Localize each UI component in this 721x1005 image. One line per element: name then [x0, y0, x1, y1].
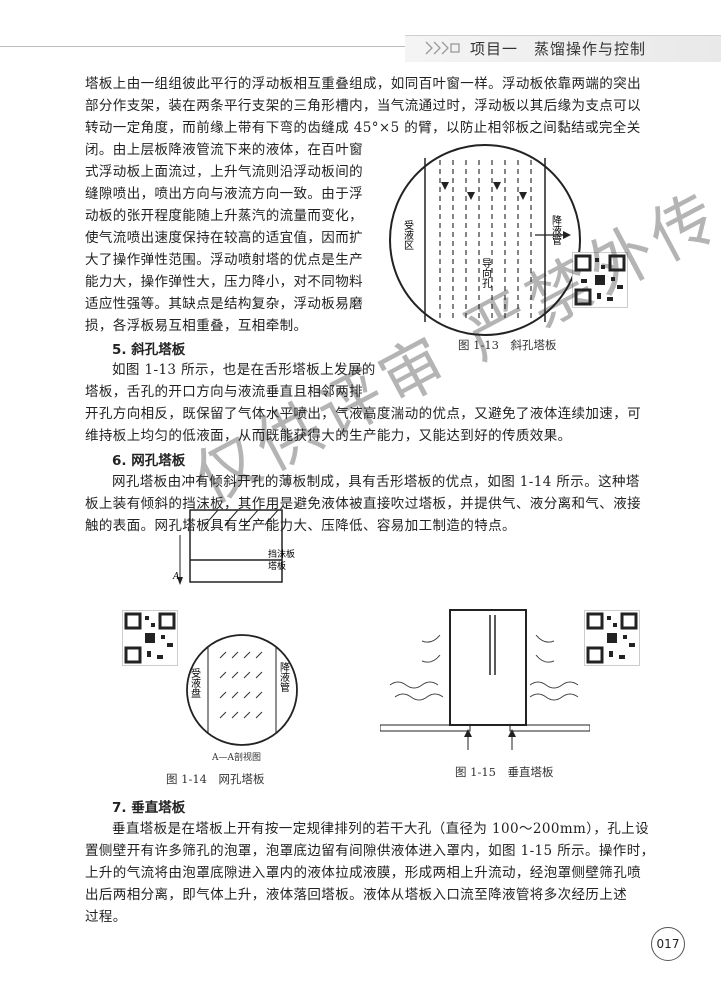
fig14-label-plate: 塔板	[268, 560, 286, 572]
caption-fig-1-14: 图 1-14 网孔塔板	[166, 772, 265, 786]
figure-1-13: 受液区 降液管 导向孔	[389, 144, 581, 336]
body-line: 如图 1-13 所示，也是在舌形塔板上发展的	[112, 362, 376, 378]
body-line: 垂直塔板是在塔板上开有按一定规律排列的若干大孔（直径为 100～200mm），孔…	[112, 821, 649, 837]
body-line: 转动一定角度，而前缘上带有下弯的齿缝成 45°×5 的臂，以防止相邻板之间黏结或…	[85, 120, 641, 136]
body-line: 闭。由上层板降液管流下来的液体，在百叶窗	[85, 142, 363, 158]
fig13-label-downcomer: 降液管	[550, 214, 562, 246]
qr-code-icon[interactable]	[584, 610, 640, 666]
figure-1-14-top: A 挡沫板 塔板	[172, 509, 295, 585]
section-heading-5: 5. 斜孔塔板	[112, 342, 186, 358]
body-line: 出后两相分离，即气体上升，液体落回塔板。液体从塔板入口流至降液管将多次经历上述	[85, 887, 628, 903]
figure-1-15	[380, 609, 590, 750]
body-line: 开孔方向相反，既保留了气体水平喷出，气液高度湍动的优点，又避免了液体连续加速，可	[85, 406, 641, 422]
body-line: 置侧壁开有许多筛孔的泡罩，泡罩底边留有间隙供液体进入罩内，如图 1-15 所示。…	[85, 843, 655, 859]
figure-1-14-section: 受液盘 降液管	[186, 634, 298, 746]
body-line: 动板的张开程度能随上升蒸汽的流量而变化，	[85, 208, 363, 224]
body-line: 损，各浮板易互相重叠，互相牵制。	[85, 318, 308, 334]
section-heading-6: 6. 网孔塔板	[112, 453, 186, 469]
header-chevrons-icon	[425, 41, 460, 55]
body-line: 塔板，舌孔的开口方向与液流垂直且相邻两排	[85, 384, 363, 400]
body-line: 式浮动板上面流过，上升气流则沿浮动板间的	[85, 164, 363, 180]
fig13-label-guide: 导向孔	[480, 258, 492, 289]
fig14-label-a: A	[172, 572, 180, 582]
fig13-label-receiving: 受液区	[402, 220, 414, 250]
header-band	[405, 35, 721, 62]
fig14-label-baffle: 挡沫板	[268, 548, 295, 560]
body-line: 维持板上均匀的低液面，从而既能获得大的生产能力，又能达到好的传质效果。	[85, 428, 572, 444]
fig14-label-downcomer: 降液管	[278, 661, 290, 693]
chapter-title: 项目一 蒸馏操作与控制	[470, 40, 647, 58]
body-line: 塔板上由一组组彼此平行的浮动板相互重叠组成，如同百叶窗一样。浮动板依靠两端的突出	[85, 76, 641, 92]
body-line: 部分作支架，装在两条平行支架的三角形槽内，当气流通过时，浮动板以其后缘为支点可以	[85, 98, 641, 114]
body-line: 板上装有倾斜的挡沫板，其作用是避免液体被直接吹过塔板，并提供气、液分离和气、液接	[85, 496, 641, 512]
fig14-section-label: A—A剖视图	[212, 753, 261, 763]
body-line: 网孔塔板由冲有倾斜开孔的薄板制成，具有舌形塔板的优点，如图 1-14 所示。这种…	[112, 474, 640, 490]
header-rule	[0, 46, 405, 47]
qr-code-icon[interactable]	[572, 252, 628, 308]
page-number: 017	[651, 927, 685, 961]
body-line: 缝隙喷出，喷出方向与液流方向一致。由于浮	[85, 186, 363, 202]
body-line: 大了操作弹性范围。浮动喷射塔的优点是生产	[85, 252, 363, 268]
qr-code-icon[interactable]	[122, 610, 178, 666]
fig14-label-tray: 受液盘	[189, 668, 201, 698]
section-heading-7: 7. 垂直塔板	[112, 800, 186, 816]
caption-fig-1-13: 图 1-13 斜孔塔板	[458, 338, 557, 352]
body-line: 使气流喷出速度保持在较高的适宜值，因而扩	[85, 230, 363, 246]
body-line: 触的表面。网孔塔板具有生产能力大、压降低、容易加工制造的特点。	[85, 518, 516, 534]
body-line: 能力大，操作弹性大，压力降小，对不同物料	[85, 274, 363, 290]
body-line: 过程。	[85, 909, 127, 925]
body-line: 上升的气流将由泡罩底隙进入罩内的液体拉成液膜，形成两相上升流动，经泡罩侧壁筛孔喷	[85, 865, 641, 881]
body-line: 适应性强等。其缺点是结构复杂，浮动板易磨	[85, 296, 363, 312]
caption-fig-1-15: 图 1-15 垂直塔板	[455, 765, 554, 779]
